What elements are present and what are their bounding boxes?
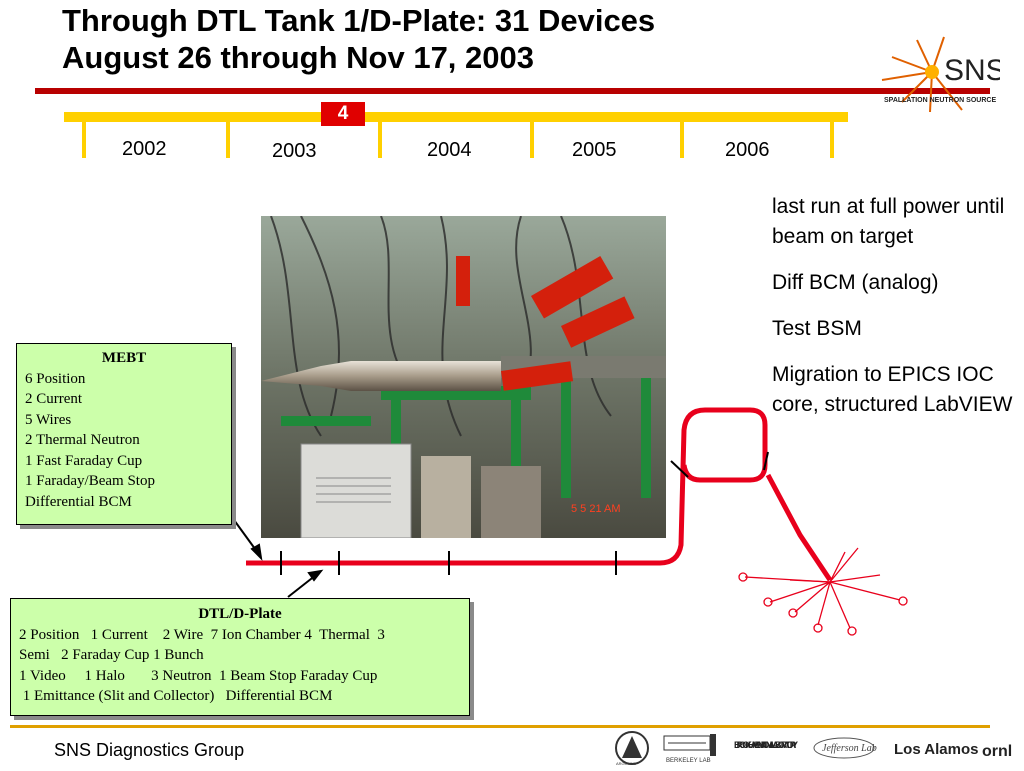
timeline-marker: 4 (321, 102, 365, 126)
ornl-logo: ornl (982, 743, 1012, 760)
mebt-line: 6 Position (25, 370, 86, 387)
year-label: 2002 (122, 138, 167, 160)
argonne-logo: ARGONNE (615, 731, 649, 766)
note-item: last run at full power until beam on tar… (772, 195, 1005, 248)
dtl-line: Semi 2 Faraday Cup 1 Bunch (19, 647, 204, 663)
title-line-1: Through DTL Tank 1/D-Plate: 31 Devices (62, 3, 656, 38)
note-item: Test BSM (772, 317, 862, 340)
note-item: Migration to EPICS IOC core, structured … (772, 363, 1013, 416)
year-label: 2006 (725, 139, 770, 161)
svg-text:BROOKHAVEN NATIONAL LABORATORY: BROOKHAVEN NATIONAL LABORATORY (734, 740, 798, 750)
dtl-title: DTL/D-Plate (198, 606, 282, 622)
year-label: 2004 (427, 139, 472, 161)
title-line-2: August 26 through Nov 17, 2003 (62, 40, 534, 75)
svg-text:BERKELEY LAB: BERKELEY LAB (666, 758, 711, 764)
berkeley-lab-logo: BERKELEY LAB (663, 734, 716, 764)
brookhaven-logo: BROOKHAVEN NATIONAL LABORATORY (734, 740, 798, 750)
footer-rule (10, 725, 990, 728)
mebt-line: 2 Thermal Neutron (25, 432, 140, 448)
beamline-photo: 5 5 21 AM (261, 216, 666, 538)
notes-list: last run at full power until beam on tar… (772, 192, 1017, 436)
note-item: Diff BCM (analog) (772, 271, 939, 294)
mebt-line: 2 Current (25, 391, 83, 407)
footer-group-name: SNS Diagnostics Group (54, 740, 245, 760)
timeline-tick (226, 120, 230, 158)
mebt-line: 1 Faraday/Beam Stop (25, 473, 155, 489)
timeline-tick (378, 120, 382, 158)
timeline-tick (82, 120, 86, 158)
slide-title: Through DTL Tank 1/D-Plate: 31 Devices A… (62, 2, 655, 76)
logo-text: SNS (944, 54, 1000, 87)
mebt-line: 1 Fast Faraday Cup (25, 452, 143, 469)
mebt-line: Differential BCM (25, 493, 132, 510)
year-label: 2003 (272, 140, 317, 162)
timeline-bar (64, 112, 848, 122)
timeline-tick (530, 120, 534, 158)
dtl-line: 2 Position 1 Current 2 Wire 7 Ion Chambe… (19, 626, 385, 643)
jefferson-lab-logo: Jefferson Lab (813, 737, 877, 759)
svg-text:ARGONNE: ARGONNE (616, 761, 637, 766)
sns-logo: SNS SPALLATION NEUTRON SOURCE (872, 32, 1006, 118)
svg-text:ornl: ornl (982, 743, 1012, 760)
year-label: 2005 (572, 139, 617, 161)
timeline-tick (830, 120, 834, 158)
mebt-line: 5 Wires (25, 411, 72, 428)
los-alamos-logo: Los Alamos (894, 741, 978, 758)
dtl-line: 1 Emittance (Slit and Collector) Differe… (19, 688, 333, 704)
timeline-tick (680, 120, 684, 158)
dtl-device-box: DTL/D-Plate 2 Position 1 Current 2 Wire … (10, 598, 470, 716)
dtl-line: 1 Video 1 Halo 3 Neutron 1 Beam Stop Far… (19, 667, 378, 684)
mebt-device-box: MEBT 6 Position 2 Current 5 Wires 2 Ther… (16, 343, 232, 525)
logo-subtext: SPALLATION NEUTRON SOURCE (884, 97, 996, 104)
svg-text:Jefferson Lab: Jefferson Lab (822, 743, 877, 754)
svg-text:Los Alamos: Los Alamos (894, 741, 978, 758)
title-rule (35, 88, 990, 94)
photo-caption: 5 5 21 AM (571, 503, 621, 515)
mebt-title: MEBT (101, 350, 147, 366)
partner-logos: ARGONNE BERKELEY LAB BROOKHAVEN NATIONAL… (612, 730, 1022, 766)
